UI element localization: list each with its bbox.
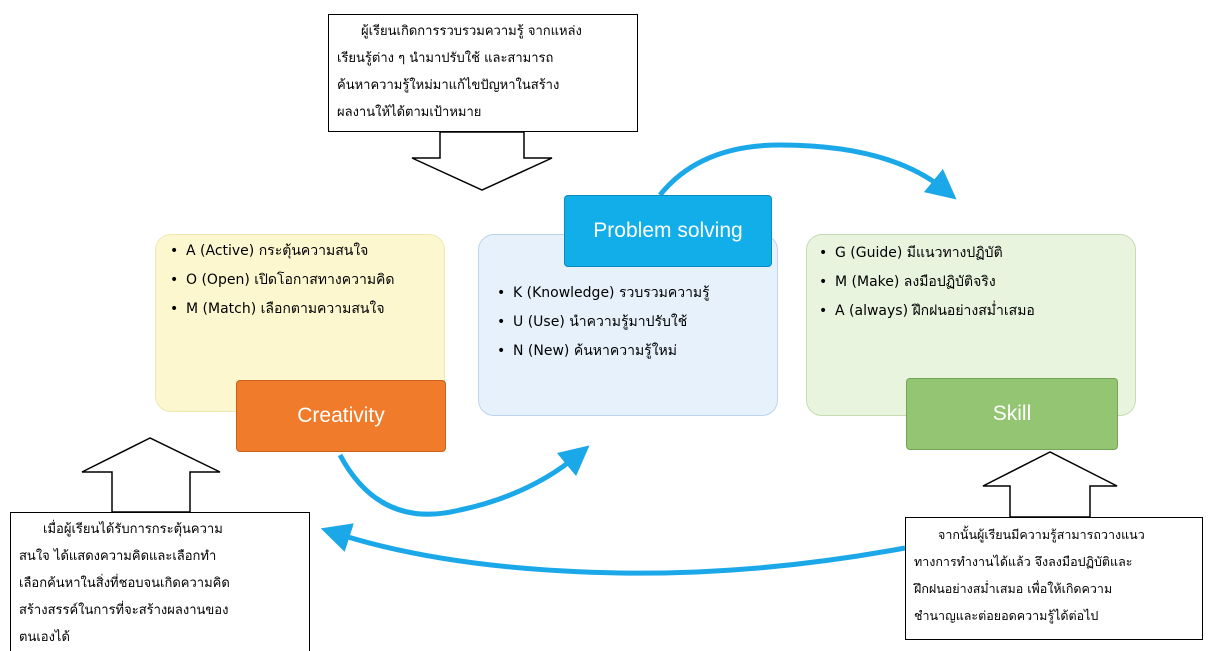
block-arrow-left [81, 437, 221, 513]
problem-solving-item: N (New) ค้นหาความรู้ใหม่ [497, 341, 777, 362]
block-arrow-top [411, 131, 553, 191]
creativity-item: M (Match) เลือกตามความสนใจ [170, 299, 444, 320]
skill-list: G (Guide) มีแนวทางปฏิบัติ M (Make) ลงมือ… [807, 235, 1135, 322]
note-left-line: ตนเองได้ [19, 630, 70, 645]
note-right-line: ชำนาญและต่อยอดความรู้ได้ต่อไป [914, 608, 1099, 623]
note-left-line: สนใจ ได้แสดงความคิดและเลือกทำ [19, 549, 217, 564]
note-top-line: ผลงานให้ได้ตามเป้าหมาย [337, 105, 482, 120]
creativity-item: A (Active) กระตุ้นความสนใจ [170, 241, 444, 262]
note-left: เมื่อผู้เรียนได้รับการกระตุ้นความ สนใจ ไ… [10, 512, 310, 651]
skill-item: A (always) ฝึกฝนอย่างสม่ำเสมอ [819, 301, 1135, 322]
arrow-skill-to-creativity [320, 523, 906, 576]
skill-item: M (Make) ลงมือปฏิบัติจริง [819, 272, 1135, 293]
problem-solving-item: K (Knowledge) รวบรวมความรู้ [497, 283, 777, 304]
problem-solving-label: Problem solving [564, 195, 772, 267]
skill-label: Skill [906, 378, 1118, 450]
creativity-label: Creativity [236, 380, 446, 452]
note-right: จากนั้นผู้เรียนมีความรู้สามารถวางแนว ทาง… [905, 517, 1203, 640]
note-top-line: เรียนรู้ต่าง ๆ นำมาปรับใช้ และสามารถ [337, 51, 554, 66]
note-top-line: ค้นหาความรู้ใหม่มาแก้ไขปัญหาในสร้าง [337, 78, 560, 93]
note-top-line: ผู้เรียนเกิดการรวบรวมความรู้ จากแหล่ง [361, 24, 582, 39]
skill-item: G (Guide) มีแนวทางปฏิบัติ [819, 243, 1135, 264]
block-arrow-right [982, 451, 1118, 518]
note-top: ผู้เรียนเกิดการรวบรวมความรู้ จากแหล่ง เร… [328, 14, 638, 132]
arrow-creativity-to-problem [337, 445, 590, 517]
note-right-line: จากนั้นผู้เรียนมีความรู้สามารถวางแนว [938, 527, 1145, 542]
note-right-line: ฝึกฝนอย่างสม่ำเสมอ เพื่อให้เกิดความ [914, 581, 1113, 596]
creativity-item: O (Open) เปิดโอกาสทางความคิด [170, 270, 444, 291]
problem-solving-item: U (Use) นำความรู้มาปรับใช้ [497, 312, 777, 333]
arrow-problem-to-skill [658, 142, 957, 200]
note-left-line: เลือกค้นหาในสิ่งที่ชอบจนเกิดความคิด [19, 576, 230, 591]
creativity-list: A (Active) กระตุ้นความสนใจ O (Open) เปิด… [156, 235, 444, 320]
note-left-line: เมื่อผู้เรียนได้รับการกระตุ้นความ [43, 522, 223, 537]
note-left-line: สร้างสรรค์ในการที่จะสร้างผลงานของ [19, 603, 229, 618]
problem-solving-list: K (Knowledge) รวบรวมความรู้ U (Use) นำคว… [479, 235, 777, 362]
note-right-line: ทางการทำงานได้แล้ว จึงลงมือปฏิบัติและ [914, 554, 1133, 569]
